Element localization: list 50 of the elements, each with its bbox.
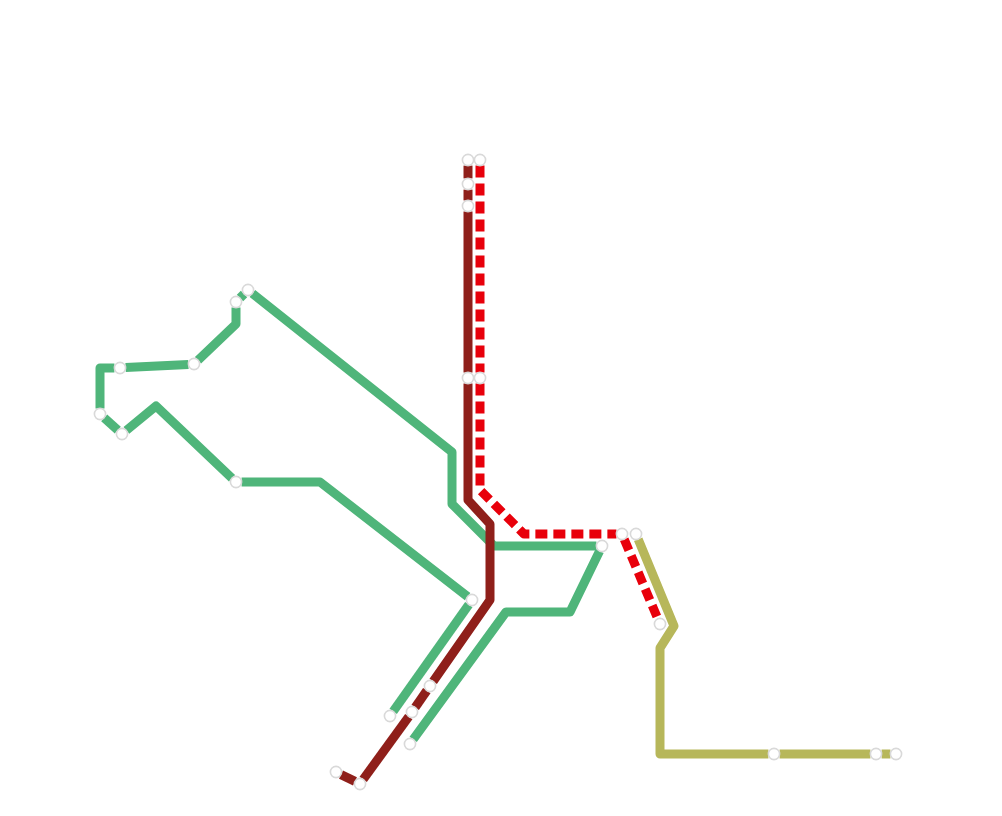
- route-line: [779, 749, 871, 759]
- route-line: [881, 749, 891, 759]
- route-line: [620, 537, 662, 621]
- station-dot: [595, 539, 609, 553]
- station-dot: [113, 361, 127, 375]
- route-line: [241, 477, 471, 601]
- route-line: [634, 537, 769, 759]
- route-line: [429, 383, 495, 684]
- route-line: [389, 602, 473, 714]
- station-dot: [383, 709, 397, 723]
- route-line: [339, 770, 357, 786]
- station-dot: [461, 153, 475, 167]
- station-dot: [93, 407, 107, 421]
- station-dot: [473, 371, 487, 385]
- station-dot: [353, 777, 367, 791]
- station-dot: [229, 295, 243, 309]
- route-line: [463, 211, 473, 373]
- station-dot: [187, 357, 201, 371]
- station-dot: [241, 283, 255, 297]
- route-line: [123, 401, 236, 482]
- station-dot: [869, 747, 883, 761]
- station-dot: [329, 765, 343, 779]
- station-dot: [423, 679, 437, 693]
- route-line: [475, 383, 617, 539]
- route-line: [463, 165, 473, 179]
- route-line: [95, 363, 115, 409]
- station-dot: [473, 153, 487, 167]
- route-line: [194, 307, 241, 364]
- route-line: [359, 713, 413, 783]
- route-line: [125, 359, 189, 373]
- route-line: [463, 189, 473, 201]
- station-dot: [461, 199, 475, 213]
- station-dot: [767, 747, 781, 761]
- station-dot: [615, 527, 629, 541]
- station-dot: [115, 427, 129, 441]
- route-line: [475, 165, 485, 373]
- station-dot: [461, 177, 475, 191]
- route-line: [249, 289, 597, 551]
- station-dot: [405, 705, 419, 719]
- station-dot: [403, 737, 417, 751]
- station-dot: [461, 371, 475, 385]
- route-line: [411, 688, 431, 710]
- station-dot: [229, 475, 243, 489]
- station-dot: [465, 593, 479, 607]
- station-dot: [889, 747, 903, 761]
- route-line: [101, 414, 121, 434]
- route-line: [409, 549, 604, 743]
- station-dot: [653, 617, 667, 631]
- station-dot: [629, 527, 643, 541]
- route-line: [236, 290, 248, 302]
